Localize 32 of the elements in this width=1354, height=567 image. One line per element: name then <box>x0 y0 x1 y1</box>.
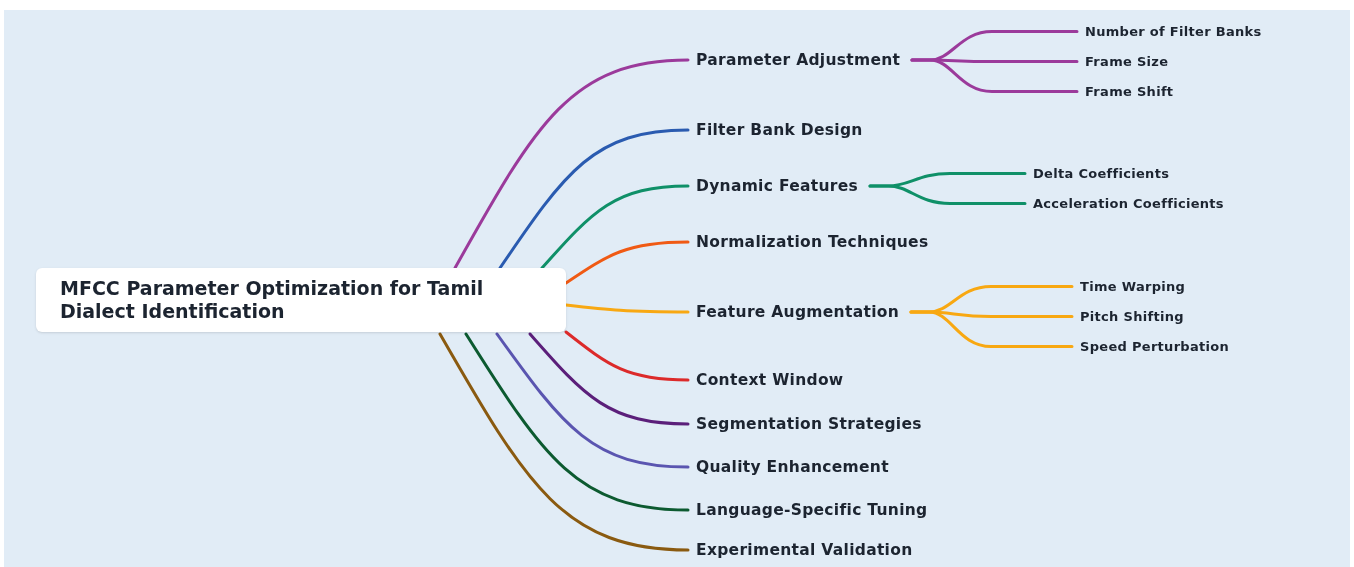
branch-label: Dynamic Features <box>696 176 859 196</box>
branch-connector <box>868 184 1027 205</box>
branch-label: Quality Enhancement <box>696 457 889 477</box>
branch-label: Normalization Techniques <box>696 232 929 252</box>
branch-label: Feature Augmentation <box>696 302 900 322</box>
branch-label: Segmentation Strategies <box>696 414 922 434</box>
sub-branch-label: Speed Perturbation <box>1080 337 1230 355</box>
branch-label: Experimental Validation <box>696 540 913 560</box>
branch-connector <box>540 184 690 270</box>
branch-connector <box>564 240 690 285</box>
sub-branch-label: Time Warping <box>1080 277 1186 295</box>
branch-label: Context Window <box>696 370 844 390</box>
branch-connector <box>495 332 690 469</box>
sub-branch-label: Number of Filter Banks <box>1085 22 1262 40</box>
sub-branch-label: Pitch Shifting <box>1080 307 1184 325</box>
branch-connector <box>564 330 690 382</box>
sub-branch-label: Frame Shift <box>1085 82 1174 100</box>
branch-connector <box>453 58 690 270</box>
branch-connector <box>464 332 690 512</box>
branch-label: Language-Specific Tuning <box>696 500 928 520</box>
branch-connector <box>498 128 690 270</box>
sub-branch-label: Frame Size <box>1085 52 1169 70</box>
branch-label: Filter Bank Design <box>696 120 863 140</box>
branch-connector <box>438 332 690 552</box>
branch-connector <box>528 332 690 426</box>
branch-connector <box>910 58 1079 93</box>
branch-label: Parameter Adjustment <box>696 50 901 70</box>
sub-branch-label: Acceleration Coefficients <box>1033 194 1224 212</box>
sub-branch-label: Delta Coefficients <box>1033 164 1170 182</box>
branch-connector <box>909 310 1074 348</box>
central-topic-card: MFCC Parameter Optimization for Tamil Dialect Identification <box>36 268 566 332</box>
branch-connector <box>564 303 690 314</box>
